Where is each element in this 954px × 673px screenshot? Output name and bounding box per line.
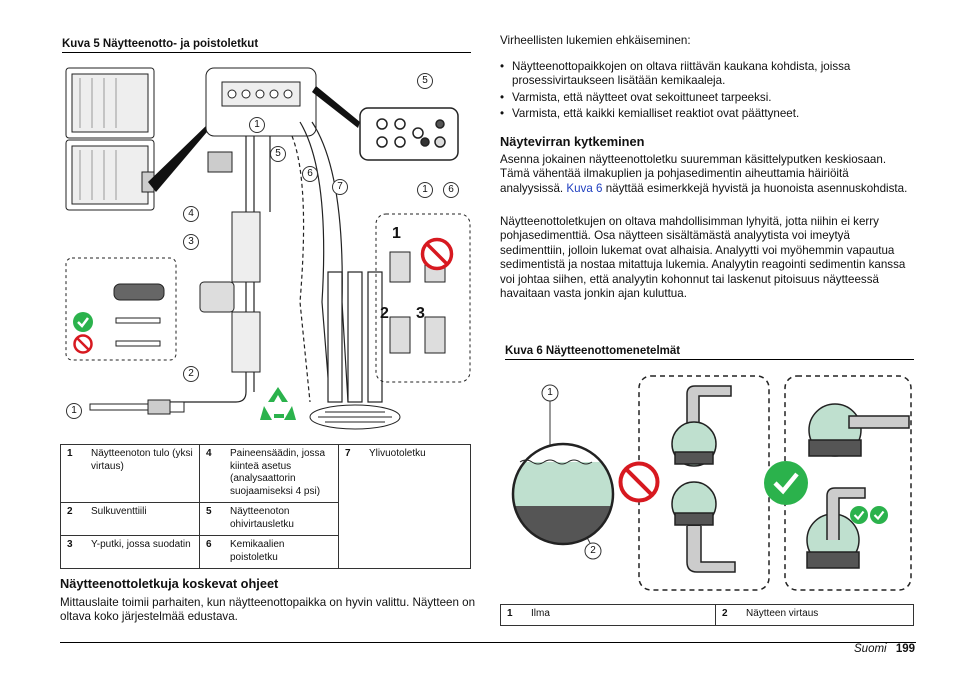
legend-num: 4 — [199, 444, 224, 503]
callout-3: 3 — [183, 234, 199, 250]
steps-inset — [375, 213, 471, 383]
legend-num: 6 — [199, 535, 224, 569]
legend-label: Näytteenoton ohivirtausletku — [224, 502, 339, 536]
footer-language: Suomi — [854, 643, 887, 655]
guidelines-heading: Näytteenottoletkuja koskevat ohjeet — [60, 576, 279, 591]
legend-num: 5 — [199, 502, 224, 536]
check-icon — [850, 506, 868, 524]
legend-num: 1 — [60, 444, 85, 503]
legend-num: 2 — [715, 604, 740, 626]
section-heading: Näytevirran kytkeminen — [500, 134, 645, 149]
paragraph-1-end: näyttää esimerkkejä hyvistä ja huonoista… — [602, 181, 908, 195]
legend-label: Kemikaalien poistoletku — [224, 535, 339, 569]
table-row: 1 Ilma 2 Näytteen virtaus — [500, 604, 914, 626]
legend-num: 1 — [500, 604, 525, 626]
callout-1-inlet: 1 — [66, 403, 82, 419]
callout-5-plate: 5 — [417, 73, 433, 89]
figure6-legend: 1 Ilma 2 Näytteen virtaus — [500, 604, 914, 626]
fig6-callout-1: 1 — [547, 387, 553, 398]
legend-num: 7 — [338, 444, 363, 569]
table-row: 3 Y-putki, jossa suodatin 6 Kemikaalien … — [60, 535, 471, 569]
paragraph-2: Näytteenottoletkujen on oltava mahdollis… — [500, 215, 906, 301]
cutter-inset — [65, 257, 177, 361]
footer-rule — [60, 642, 916, 643]
check-icon — [870, 506, 888, 524]
analyzer-drawing — [65, 67, 155, 211]
check-icon — [73, 312, 93, 332]
intro-text: Virheellisten lukemien ehkäiseminen: — [500, 34, 691, 47]
step-3: 3 — [416, 305, 425, 322]
footer: Suomi 199 — [760, 643, 915, 655]
figure5-illustration — [65, 67, 471, 430]
figure6-illustration — [511, 375, 912, 591]
legend-num: 3 — [60, 535, 85, 569]
callout-1-plate: 1 — [417, 182, 433, 198]
legend-label: Y-putki, jossa suodatin — [85, 535, 200, 569]
table-row: 2 Sulkuventtiili 5 Näytteenoton ohivirta… — [60, 502, 471, 536]
forbidden-icon — [618, 461, 660, 503]
figure6-link[interactable]: Kuva 6 — [566, 181, 603, 195]
legend-label: Näytteen virtaus — [740, 604, 914, 626]
legend-label: Näytteenoton tulo (yksi virtaus) — [85, 444, 200, 503]
recycle-icon — [260, 387, 296, 420]
step-2: 2 — [380, 305, 389, 322]
fittings-panel — [205, 67, 317, 137]
paragraph-1-start: Asenna jokainen näytteenottoletku suurem… — [500, 153, 887, 195]
figure6-caption: Kuva 6 Näytteenottomenetelmät — [505, 345, 914, 360]
forbidden-icon — [420, 237, 454, 271]
table-row: 1 Näytteenoton tulo (yksi virtaus) 4 Pai… — [60, 444, 471, 569]
callout-6-plate: 6 — [443, 182, 459, 198]
list-item: Näytteenottopaikkojen on oltava riittävä… — [500, 60, 900, 89]
legend-label: Paineensäädin, jossa kiinteä asetus (ana… — [224, 444, 339, 503]
legend-label: Sulkuventtiili — [85, 502, 200, 536]
forbidden-icon — [73, 334, 93, 354]
callout-5: 5 — [270, 146, 286, 162]
bullet-list: Näytteenottopaikkojen on oltava riittävä… — [500, 60, 900, 124]
legend-label: Ilma — [525, 604, 716, 626]
list-item: Varmista, että näytteet ovat sekoittunee… — [500, 91, 900, 106]
fig6-callout-2: 2 — [590, 545, 596, 556]
callout-6: 6 — [302, 166, 318, 182]
figure5-legend: 1 Näytteenoton tulo (yksi virtaus) 4 Pai… — [60, 444, 471, 569]
drain-grate — [309, 404, 401, 430]
paragraph-1: Asenna jokainen näytteenottoletku suurem… — [500, 153, 912, 196]
callout-2: 2 — [183, 366, 199, 382]
legend-label: Ylivuotoletku — [363, 444, 471, 569]
legend-num: 2 — [60, 502, 85, 536]
guidelines-paragraph: Mittauslaite toimii parhaiten, kun näytt… — [60, 596, 476, 624]
check-icon — [764, 461, 808, 505]
page-number: 199 — [895, 643, 915, 655]
callout-4: 4 — [183, 206, 199, 222]
pipe-cross-section — [513, 444, 613, 544]
port-plate — [359, 107, 459, 161]
list-item: Varmista, että kaikki kemialliset reakti… — [500, 107, 900, 122]
callout-1: 1 — [249, 117, 265, 133]
step-1: 1 — [392, 225, 401, 242]
callout-7: 7 — [332, 179, 348, 195]
figure5-caption: Kuva 5 Näytteenotto- ja poistoletkut — [62, 38, 471, 53]
